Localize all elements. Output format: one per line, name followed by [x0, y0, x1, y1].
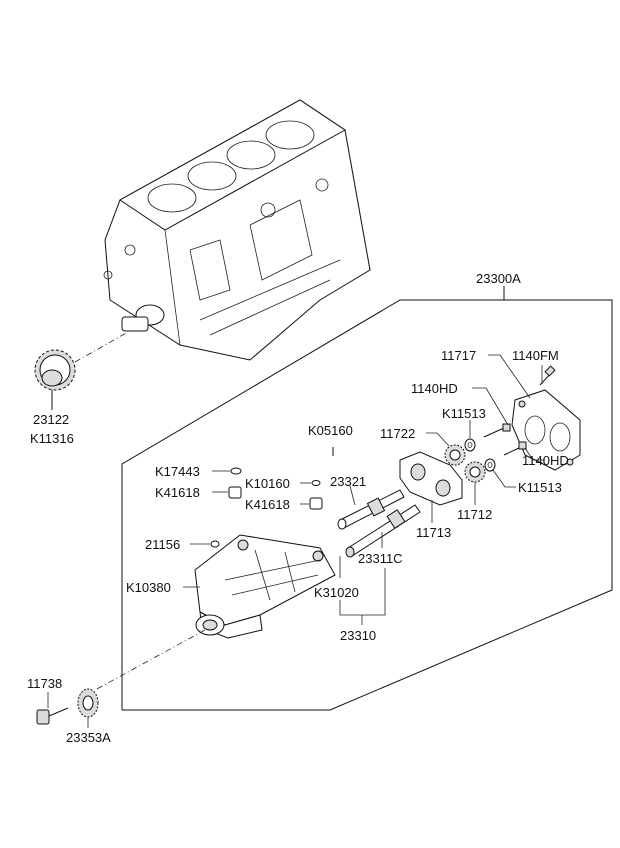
label-11722: 11722	[380, 426, 415, 441]
leader-11717	[488, 354, 531, 399]
leader-23321	[349, 485, 356, 506]
sprocket-23353a	[77, 688, 99, 718]
leader-1140hd-lower	[524, 447, 545, 461]
crank-sprocket-23122	[34, 331, 129, 410]
bolt-1140hd-upper	[483, 423, 511, 438]
label-k11513-upper: K11513	[442, 406, 486, 421]
label-1140hd-upper: 1140HD	[411, 381, 458, 396]
assembly-outline	[121, 286, 613, 711]
label-23353a: 23353A	[66, 730, 111, 745]
plug-k10160	[311, 480, 321, 486]
label-k41618-b: K41618	[245, 497, 290, 512]
balance-shaft-23311c	[345, 504, 421, 558]
leader-k11513-lower	[492, 469, 516, 488]
bolt-11738	[36, 707, 69, 725]
label-k31020: K31020	[314, 585, 359, 600]
washer-k11513-upper	[464, 438, 476, 452]
bushing-k41618-a	[228, 486, 242, 499]
washer-k11513-lower	[484, 458, 496, 472]
label-11712: 11712	[457, 507, 492, 522]
plug-k17443	[230, 467, 242, 475]
engine-block	[103, 99, 371, 361]
label-23122: 23122	[33, 412, 69, 427]
label-k17443: K17443	[155, 464, 200, 479]
bushing-k41618-b	[309, 497, 323, 510]
gear-11722	[444, 444, 466, 466]
label-k11316: K11316	[30, 431, 74, 446]
label-k05160: K05160	[308, 423, 353, 438]
leader-11722	[426, 432, 450, 447]
label-23300a: 23300A	[476, 271, 521, 286]
label-11713: 11713	[416, 525, 451, 540]
label-k11513-lower: K11513	[518, 480, 562, 495]
label-k10160: K10160	[245, 476, 290, 491]
plug-21156	[210, 540, 220, 548]
label-1140hd-lower: 1140HD	[522, 453, 569, 468]
pump-housing-11713	[399, 451, 463, 506]
label-k10380: K10380	[126, 580, 171, 595]
leader-1140hd-upper	[472, 387, 509, 426]
label-21156: 21156	[145, 537, 180, 552]
balance-housing-k10380	[194, 534, 336, 639]
bracket-23310	[339, 556, 386, 625]
label-11738: 11738	[27, 676, 62, 691]
balance-shaft-23321	[337, 489, 405, 530]
gear-11712	[464, 461, 486, 483]
label-23321: 23321	[330, 474, 366, 489]
bolt-1140hd-lower	[503, 441, 527, 456]
label-23310: 23310	[340, 628, 376, 643]
label-11717: 11717	[441, 348, 476, 363]
label-1140fm: 1140FM	[512, 348, 559, 363]
centerline-lower	[94, 629, 206, 691]
oil-pump-cover-11717	[511, 389, 581, 471]
label-k41618-a: K41618	[155, 485, 200, 500]
label-23311c: 23311C	[358, 551, 403, 566]
